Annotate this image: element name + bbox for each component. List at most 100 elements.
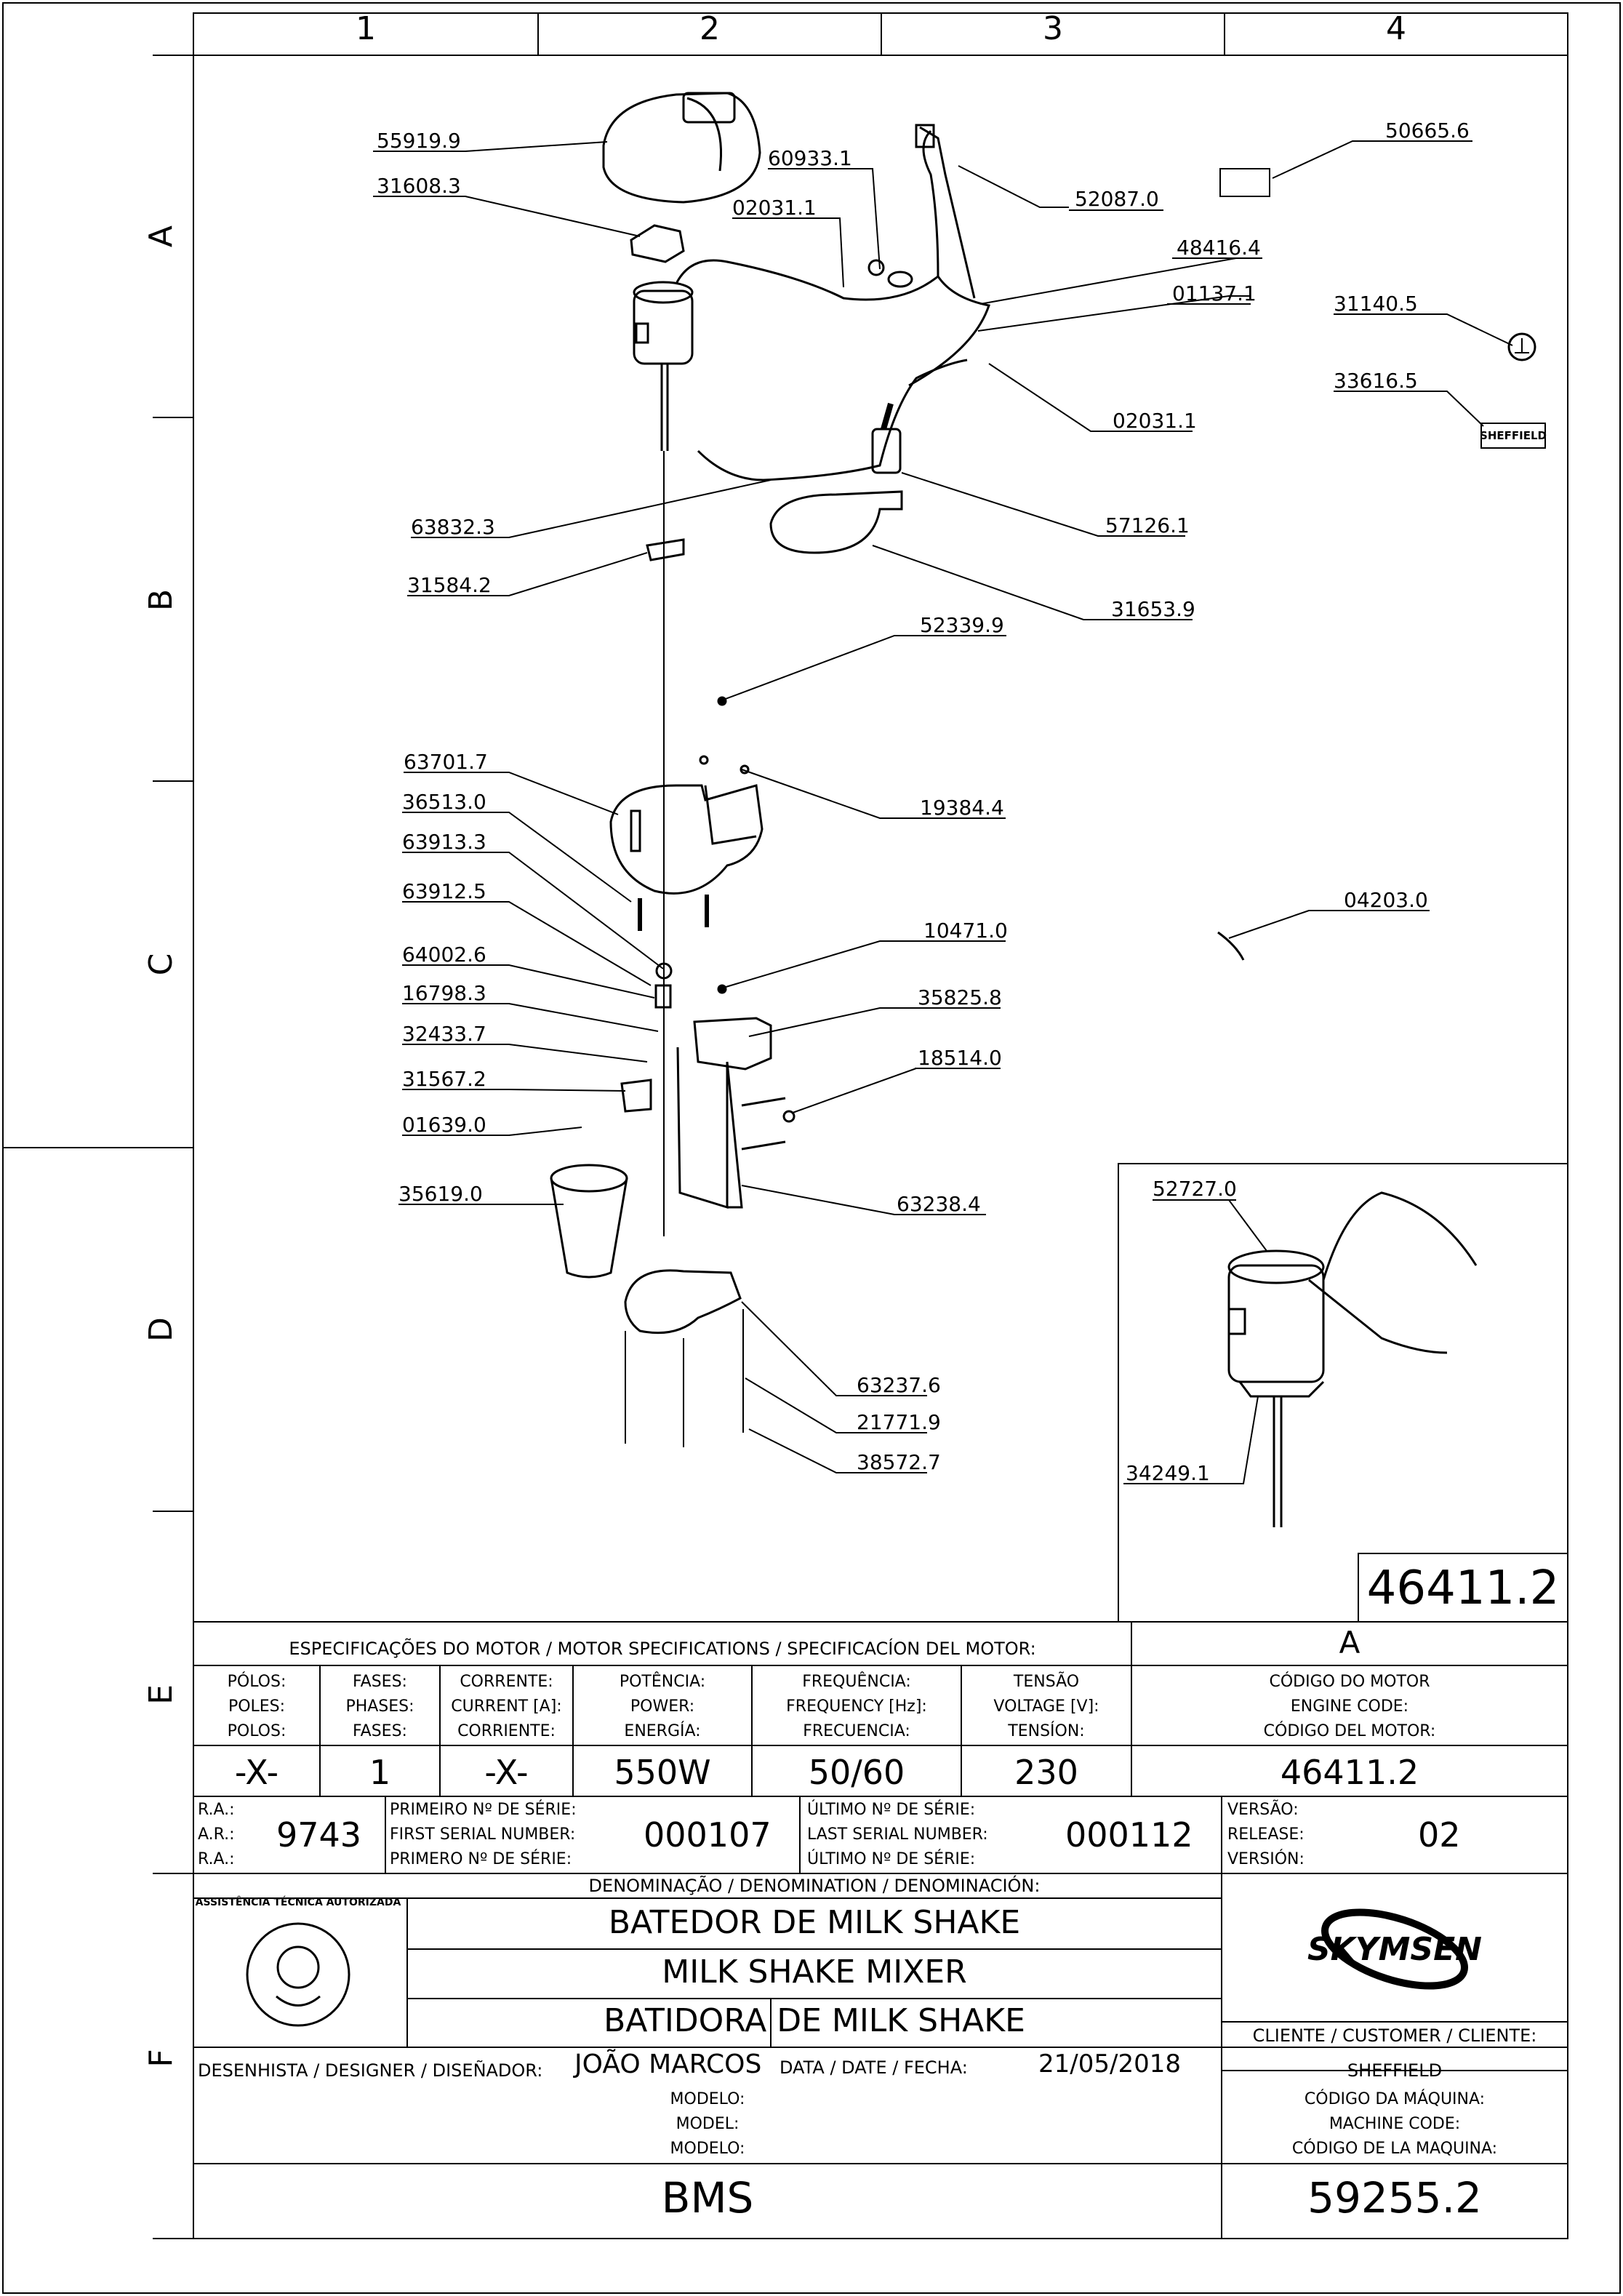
part-labels: 55919.9 31608.3 60933.1 02031.1 52087.0 … [377,119,1470,1485]
part-label: 63832.3 [411,515,495,539]
date-value: 21/05/2018 [1038,2049,1181,2079]
part-label: 33616.5 [1334,369,1418,393]
assistance-seal [246,1922,350,2027]
grid-col-label: 3 [1043,10,1063,47]
parts-art [550,92,1546,1447]
customer-label: CLIENTE / CUSTOMER / CLIENTE: [1252,2025,1537,2046]
spec-value-current: -X- [484,1753,529,1792]
part-label: 01639.0 [402,1113,486,1137]
part-label: 19384.4 [920,796,1004,820]
inset-motor-code: 46411.2 [1367,1561,1560,1615]
cup-holder-plate [769,490,903,554]
grid-row-label: A [143,225,180,247]
svg-text:SKYMSEN: SKYMSEN [1307,1931,1482,1968]
part-label: 52087.0 [1075,187,1159,211]
date-label: DATA / DATE / FECHA: [780,2057,968,2078]
grid-row-label: B [143,589,180,611]
grid-col-label: 1 [356,10,376,47]
part-label: 18514.0 [918,1046,1002,1070]
base-plate [624,1269,742,1335]
grid-row-label: C [143,953,180,976]
last-serial-labels: ÚLTIMO Nº DE SÉRIE:LAST SERIAL NUMBER:ÚL… [807,1801,988,1868]
spec-value-phases: 1 [369,1753,391,1792]
top-cover [602,92,761,204]
customer-value: SHEFFIELD [1347,2060,1443,2081]
warning-label [1219,168,1270,197]
part-label: 55919.9 [377,129,461,153]
grid-col-label: 2 [700,10,720,47]
inset-motor-detail [1118,1163,1568,1623]
part-label: 31567.2 [402,1067,486,1091]
ground-symbol [1507,332,1536,361]
machine-code-value: 59255.2 [1307,2173,1482,2223]
part-label: 63912.5 [402,879,486,903]
cup [550,1164,628,1279]
grid-row-label: F [143,2049,180,2067]
seal-text: ASSISTÊNCIA TÉCNICA AUTORIZADA [196,1896,401,1908]
part-label: 35825.8 [918,985,1002,1009]
part-label: 64002.6 [402,943,486,967]
part-label: 31140.5 [1334,292,1418,316]
switch-guard [620,1079,652,1113]
part-label: 36513.0 [402,790,486,814]
grid-row-label: E [143,1684,180,1705]
part-label: 31653.9 [1111,597,1195,621]
spec-value-engine-code: 46411.2 [1280,1753,1419,1792]
spec-label-phases: FASES:PHASES:FASES: [345,1673,414,1740]
part-label: 63701.7 [404,750,488,774]
spec-label-poles: PÓLOS:POLES:POLOS: [227,1673,286,1740]
part-label: 16798.3 [402,981,486,1005]
part-label: 02031.1 [732,196,817,220]
part-label: 63238.4 [897,1192,981,1216]
part-label: 48416.4 [1177,236,1261,260]
hook [1217,931,1245,961]
last-serial-value: 000112 [1065,1815,1193,1855]
product-name-pt: BATEDOR DE MILK SHAKE [608,1904,1021,1941]
skymsen-logo: SKYMSEN [1307,1908,1482,1990]
part-label: 01137.1 [1172,281,1257,305]
head-housing [609,784,764,895]
title-block-grid [193,1621,1568,2239]
motor [633,281,694,451]
column [676,1017,796,1209]
release-value: 02 [1418,1815,1461,1855]
label-underlines [373,140,1472,1484]
ra-labels: R.A.:A.R.:R.A.: [198,1801,235,1868]
spec-value-frequency: 50/60 [808,1753,905,1792]
spec-value-poles: -X- [234,1753,279,1792]
release-labels: VERSÃO:RELEASE:VERSIÓN: [1227,1801,1305,1868]
spec-label-power: POTÊNCIA:POWER:ENERGÍA: [619,1673,706,1740]
part-label: 31584.2 [407,573,492,597]
wiring-harness [675,129,939,301]
spec-value-power: 550W [614,1753,711,1792]
part-label: 63237.6 [857,1373,941,1397]
part-label: 34249.1 [1126,1461,1210,1485]
first-serial-value: 000107 [644,1815,772,1855]
model-value: BMS [661,2173,754,2223]
part-label: 57126.1 [1105,513,1190,537]
part-label: 52339.9 [920,613,1004,637]
grid-row-label: D [143,1317,180,1342]
part-label: 21771.9 [857,1410,941,1434]
sheffield-tag-text: SHEFFIELD [1480,429,1547,442]
part-label: 38572.7 [857,1450,941,1474]
first-serial-labels: PRIMEIRO Nº DE SÉRIE:FIRST SERIAL NUMBER… [390,1801,577,1868]
part-label: 04203.0 [1344,888,1428,912]
denomination-header: DENOMINAÇÃO / DENOMINATION / DENOMINACIÓ… [588,1876,1041,1896]
designer-label: DESENHISTA / DESIGNER / DISEÑADOR: [198,2060,543,2081]
part-label: 02031.1 [1113,409,1197,433]
grid-labels: 1 2 3 4 A B C D E F [143,10,1406,2068]
part-label: 52727.0 [1153,1177,1237,1201]
model-labels: MODELO:MODEL:MODELO: [670,2090,745,2158]
ra-value: 9743 [276,1815,362,1855]
sheffield-tag [1480,423,1546,449]
product-name-en: MILK SHAKE MIXER [662,1953,967,1991]
part-label: 50665.6 [1385,119,1470,143]
part-label: 35619.0 [398,1182,483,1206]
clip [630,224,685,263]
part-label: 60933.1 [768,146,852,170]
part-label: 63913.3 [402,830,486,854]
